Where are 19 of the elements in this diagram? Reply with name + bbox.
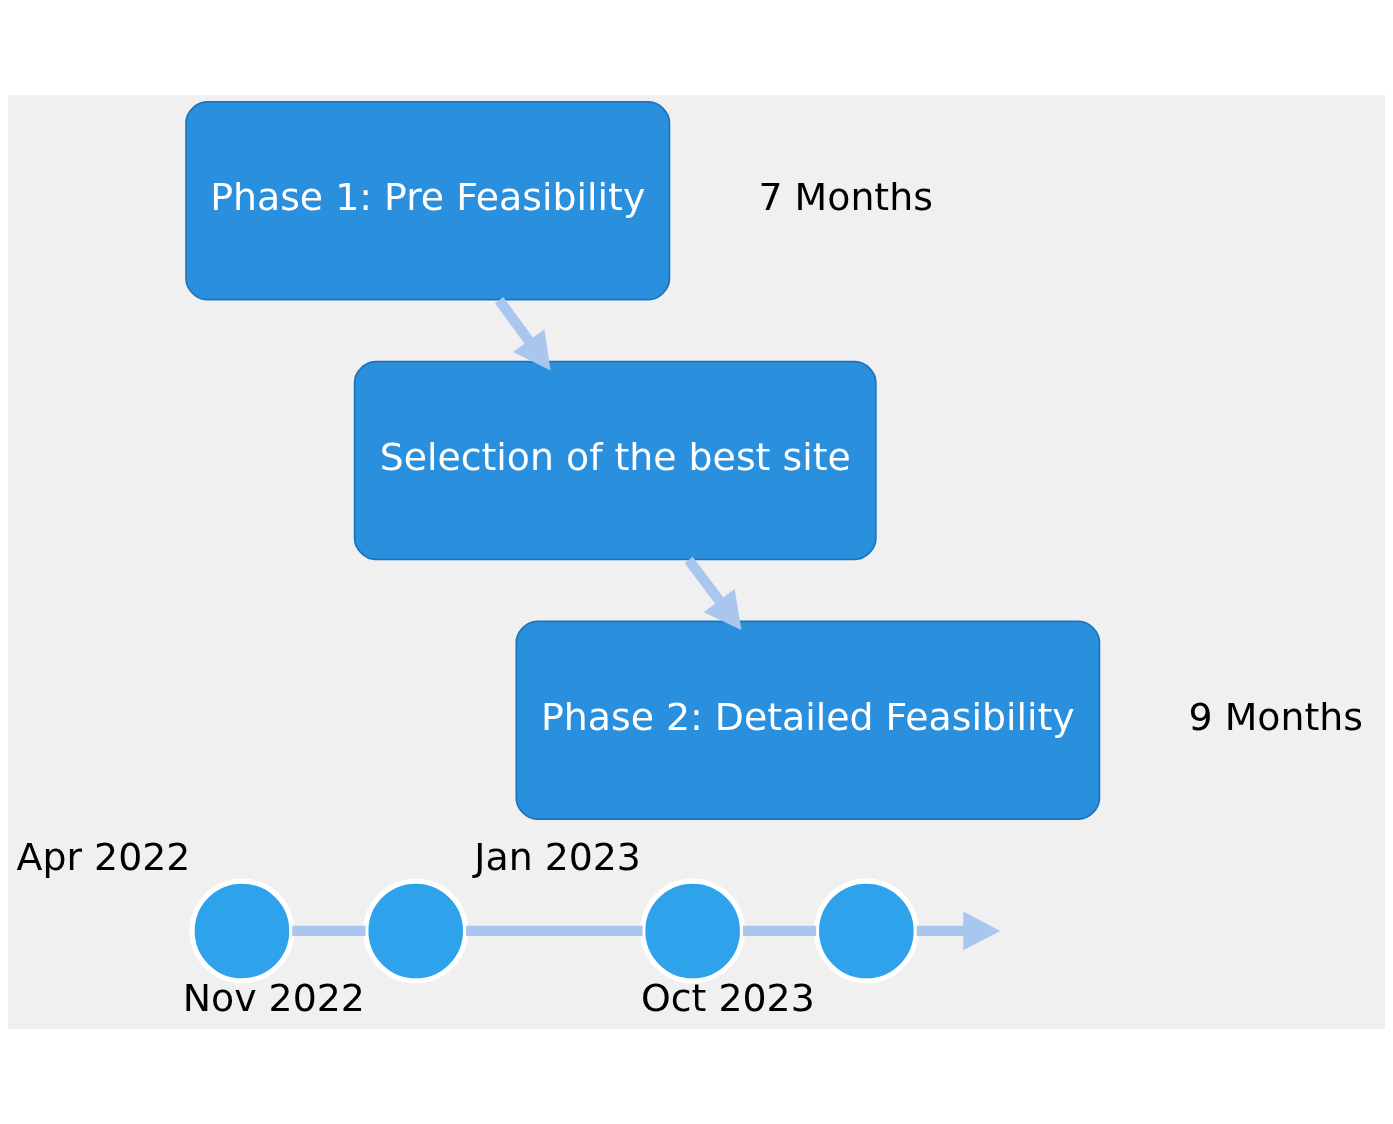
- connector: [292, 925, 366, 937]
- node-circle: [640, 878, 746, 984]
- node-label: 9 Months: [1188, 694, 1363, 739]
- arrow: [916, 911, 1001, 951]
- arrow: [684, 556, 742, 631]
- node-circle: [363, 878, 469, 984]
- node-circle: [813, 878, 919, 984]
- connector: [466, 925, 643, 937]
- node-box: Phase 2: Detailed Feasibility: [515, 620, 1101, 820]
- node-label: Nov 2022: [182, 976, 365, 1021]
- node-box: Selection of the best site: [353, 360, 877, 561]
- node-label: Oct 2023: [641, 976, 815, 1021]
- node-label: 7 Months: [758, 175, 933, 220]
- node-label: Jan 2023: [474, 835, 641, 880]
- connector: [742, 925, 817, 937]
- node-label: Apr 2022: [16, 835, 191, 880]
- node-circle: [189, 878, 295, 984]
- arrow: [495, 297, 551, 371]
- node-box: Phase 1: Pre Feasibility: [185, 101, 671, 301]
